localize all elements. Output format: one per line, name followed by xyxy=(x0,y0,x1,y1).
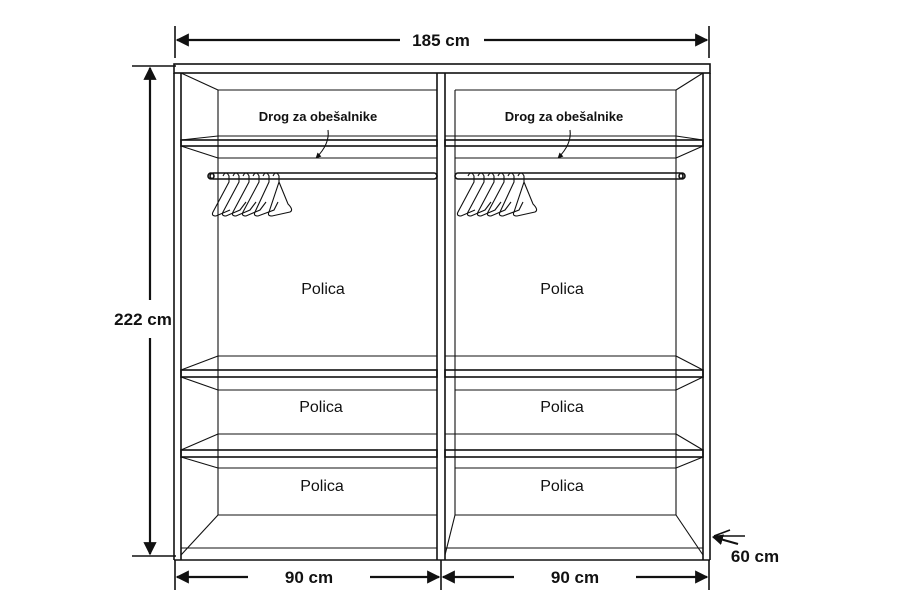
shelf xyxy=(444,355,704,391)
height-dimension: 222 cm xyxy=(114,65,176,557)
shelf-label: Polica xyxy=(540,281,584,298)
width-dimension: 185 cm xyxy=(174,26,710,58)
shelf-label: Polica xyxy=(540,478,584,495)
rod-label: Drog za obešalnike xyxy=(505,109,623,124)
right-section: Drog za obešalnike Polica Polica Polica xyxy=(444,72,704,556)
bottom-shelf xyxy=(181,514,437,549)
shelf xyxy=(444,433,704,469)
left-section: Drog za obešalnike Polica Polica Polica xyxy=(180,72,438,556)
hanging-rod xyxy=(207,172,438,180)
bottom-shelf xyxy=(445,514,703,549)
shelf-label: Polica xyxy=(300,478,344,495)
left-section-width-label: 90 cm xyxy=(285,568,333,587)
shelf-label: Polica xyxy=(540,399,584,416)
hanging-rod xyxy=(454,172,686,180)
top-shelf xyxy=(444,135,704,159)
shelf xyxy=(180,355,438,391)
shelf-label: Polica xyxy=(301,281,345,298)
width-label: 185 cm xyxy=(412,31,470,50)
rod-label: Drog za obešalnike xyxy=(259,109,377,124)
right-section-width-label: 90 cm xyxy=(551,568,599,587)
top-shelf xyxy=(180,135,438,159)
hangers-icon xyxy=(211,172,293,217)
depth-dimension: 60 cm xyxy=(711,529,779,566)
hangers-icon xyxy=(456,172,538,217)
depth-label: 60 cm xyxy=(731,547,779,566)
wardrobe-frame xyxy=(173,63,711,561)
shelf-label: Polica xyxy=(299,399,343,416)
section-width-dimensions: 90 cm 90 cm xyxy=(174,560,710,590)
height-label: 222 cm xyxy=(114,310,172,329)
shelf xyxy=(180,433,438,469)
